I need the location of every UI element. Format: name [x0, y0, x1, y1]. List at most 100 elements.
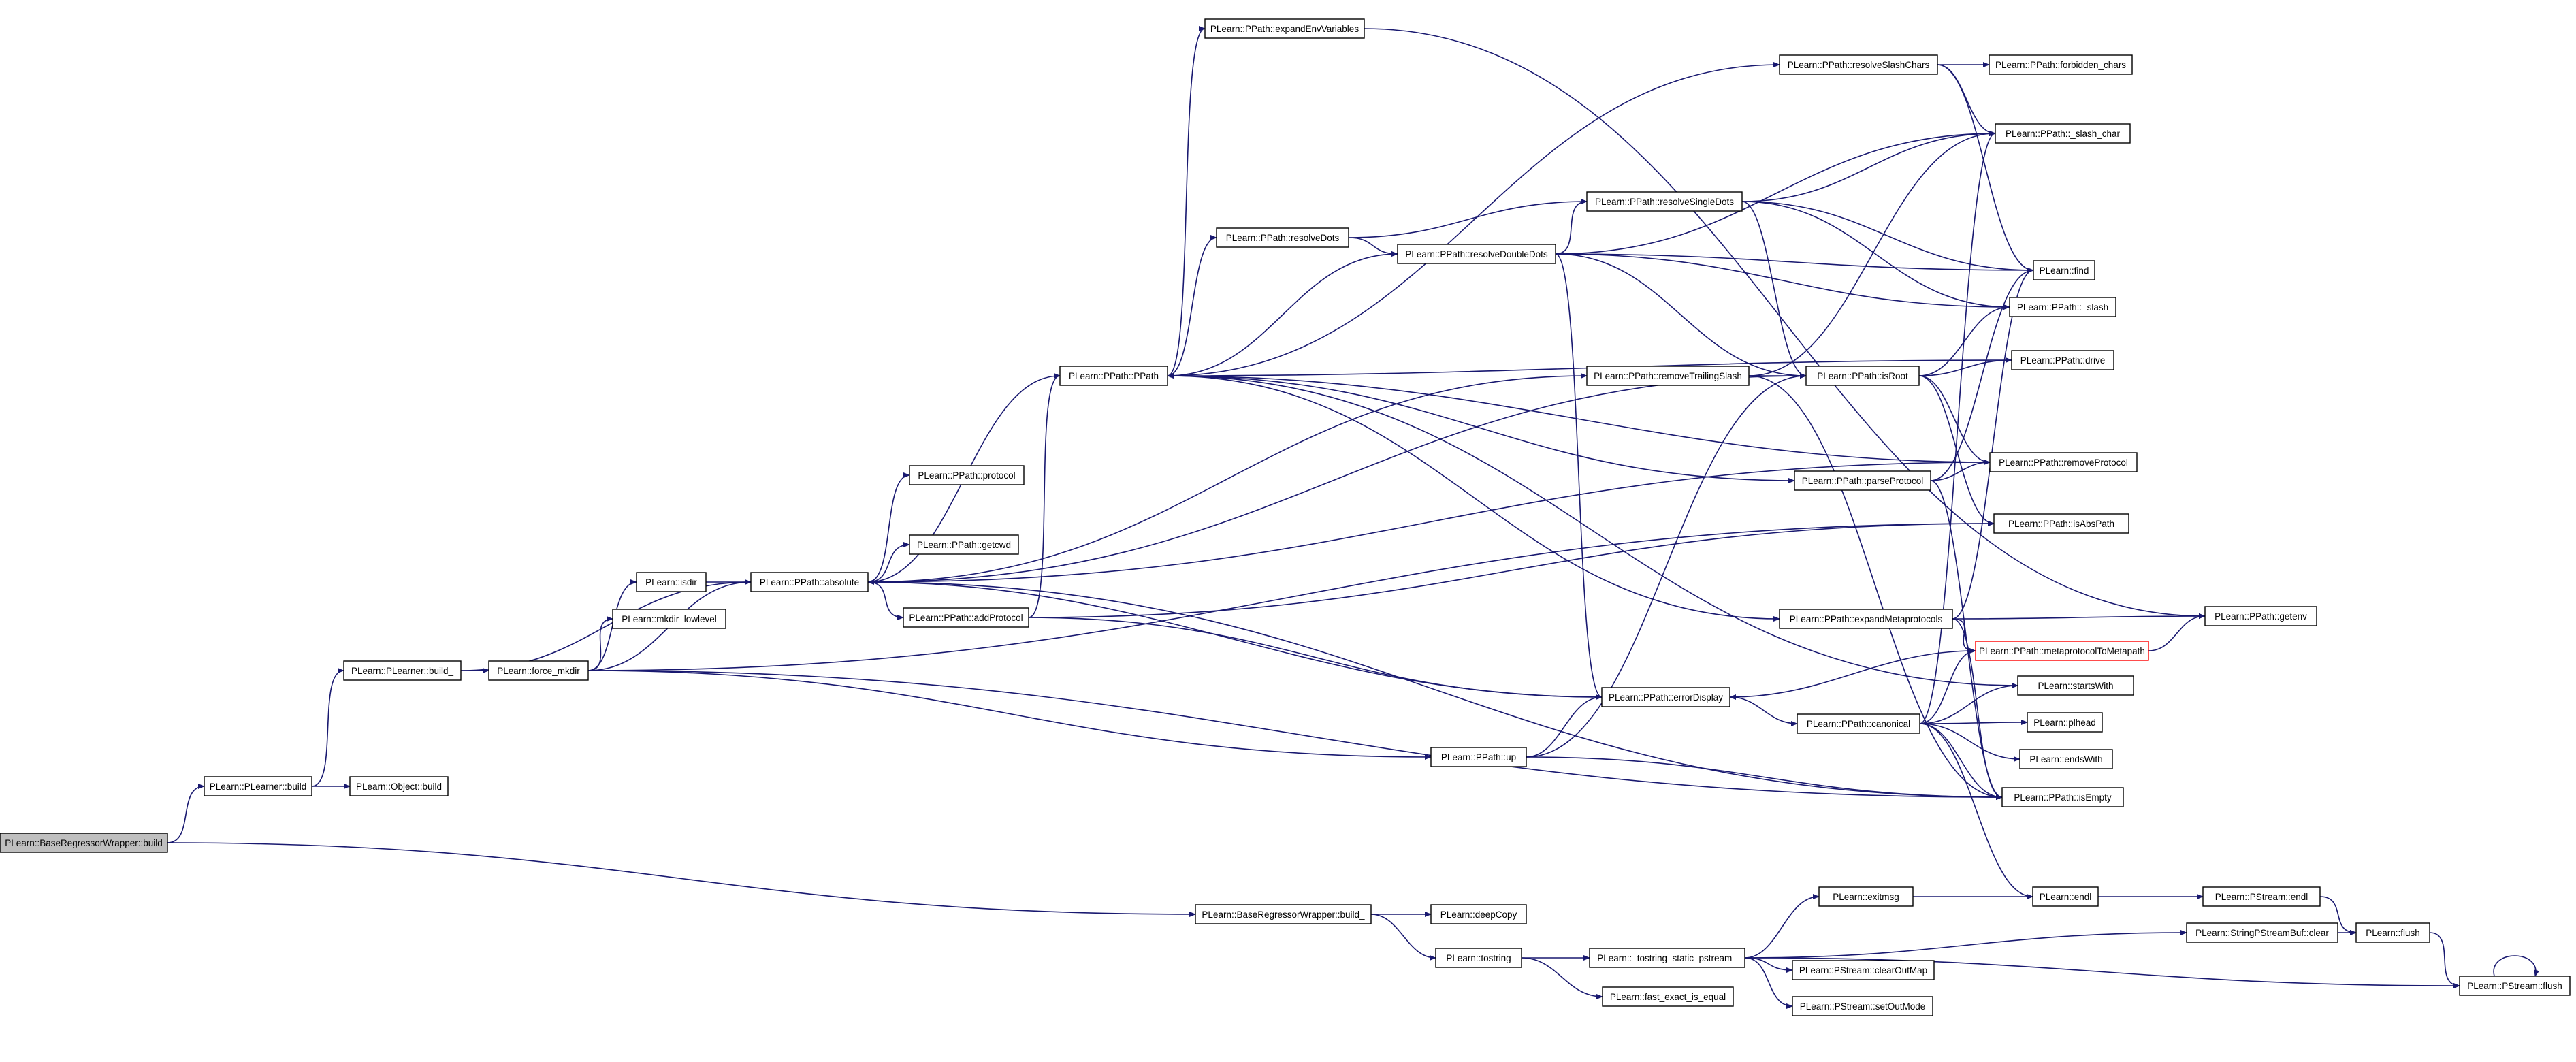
graph-node-ppath[interactable]: PLearn::PPath::PPath [1059, 366, 1168, 386]
graph-node-deepcopy[interactable]: PLearn::deepCopy [1430, 904, 1527, 924]
graph-node-addprotocol[interactable]: PLearn::PPath::addProtocol [903, 607, 1029, 628]
graph-node-isabspath[interactable]: PLearn::PPath::isAbsPath [1993, 513, 2129, 534]
graph-node-parseprot[interactable]: PLearn::PPath::parseProtocol [1794, 470, 1931, 491]
graph-edge [1167, 62, 1780, 376]
node-box [750, 572, 869, 592]
graph-node-pstreamflush[interactable]: PLearn::PStream::flush [2459, 976, 2571, 996]
graph-node-expandenv[interactable]: PLearn::PPath::expandEnvVariables [1204, 18, 1365, 39]
graph-node-forcemkdir[interactable]: PLearn::force_mkdir [488, 660, 589, 681]
graph-edge [1348, 237, 1398, 257]
graph-node-isempty[interactable]: PLearn::PPath::isEmpty [2001, 787, 2124, 807]
graph-node-tostring[interactable]: PLearn::tostring [1435, 948, 1522, 968]
node-label: PLearn::PPath::isEmpty [2014, 792, 2112, 803]
graph-node-expandmeta[interactable]: PLearn::PPath::expandMetaprotocols [1779, 609, 1953, 629]
graph-node-setoutmode[interactable]: PLearn::PStream::setOutMode [1792, 996, 1933, 1016]
graph-node-slash[interactable]: PLearn::PPath::_slash [2009, 297, 2116, 317]
graph-node-resolveslash[interactable]: PLearn::PPath::resolveSlashChars [1779, 54, 1938, 75]
node-box [204, 776, 312, 796]
edges-layer [167, 26, 2540, 1009]
graph-edge [1919, 131, 1996, 724]
graph-edge [1741, 201, 1807, 379]
graph-node-startswith[interactable]: PLearn::startsWith [2017, 675, 2134, 696]
graph-node-drive[interactable]: PLearn::PPath::drive [2011, 350, 2114, 370]
graph-edge [1919, 683, 2018, 724]
node-box [1989, 54, 2133, 75]
graph-edge [1741, 131, 1996, 202]
graph-node-removetrail[interactable]: PLearn::PPath::removeTrailingSlash [1586, 366, 1750, 386]
graph-edge [1526, 694, 1603, 758]
graph-node-tsps[interactable]: PLearn::_tostring_static_pstream_ [1589, 948, 1745, 968]
graph-edge [1930, 460, 1991, 481]
graph-node-getcwd[interactable]: PLearn::PPath::getcwd [909, 534, 1019, 555]
graph-node-isdir[interactable]: PLearn::isdir [636, 572, 707, 592]
graph-edge [311, 668, 344, 787]
graph-edge [867, 373, 1588, 583]
node-box [2027, 712, 2103, 733]
graph-edge [1028, 373, 1061, 618]
graph-node-bwbuild-[interactable]: PLearn::BaseRegressorWrapper::build_ [1195, 904, 1372, 924]
graph-node-metatometa[interactable]: PLearn::PPath::metaprotocolToMetapath [1975, 641, 2149, 661]
graph-edge [587, 521, 1995, 671]
graph-edge [2493, 955, 2540, 977]
graph-node-flush[interactable]: PLearn::flush [2355, 922, 2430, 943]
graph-node-canonical[interactable]: PLearn::PPath::canonical [1797, 713, 1920, 734]
node-label: PLearn::plhead [2033, 718, 2096, 728]
node-box [1430, 747, 1527, 767]
node-label: PLearn::PPath::drive [2020, 355, 2106, 366]
node-box [1216, 227, 1349, 248]
node-label: PLearn::PPath::getcwd [917, 540, 1011, 550]
graph-node-protocol[interactable]: PLearn::PPath::protocol [909, 465, 1025, 485]
graph-node-exitmsg[interactable]: PLearn::exitmsg [1818, 886, 1914, 907]
graph-node-up[interactable]: PLearn::PPath::up [1430, 747, 1527, 767]
graph-node-fastexact[interactable]: PLearn::fast_exact_is_equal [1602, 986, 1734, 1007]
graph-edge [867, 579, 1603, 698]
node-box [2009, 297, 2116, 317]
graph-node-find[interactable]: PLearn::find [2033, 260, 2095, 280]
node-label: PLearn::fast_exact_is_equal [1610, 992, 1726, 1002]
graph-node-endl[interactable]: PLearn::endl [2032, 886, 2099, 907]
graph-node-slashchar[interactable]: PLearn::PPath::_slash_char [1995, 123, 2131, 144]
graph-node-plbuild-[interactable]: PLearn::PLearner::build_ [343, 660, 462, 681]
graph-node-objbuild[interactable]: PLearn::Object::build [349, 776, 449, 796]
graph-node-resolvedots[interactable]: PLearn::PPath::resolveDots [1216, 227, 1349, 248]
graph-edge [587, 670, 2003, 800]
graph-edge [1744, 930, 2187, 959]
node-box [909, 465, 1025, 485]
graph-node-clearoutmap[interactable]: PLearn::PStream::clearOutMap [1792, 960, 1935, 980]
graph-edge [1348, 199, 1588, 238]
graph-node-getenv[interactable]: PLearn::PPath::getenv [2204, 606, 2317, 626]
graph-edge [1555, 253, 2010, 310]
node-label: PLearn::PLearner::build_ [351, 666, 454, 676]
graph-edge [2148, 613, 2206, 651]
graph-edge [167, 842, 1196, 917]
graph-node-absolute[interactable]: PLearn::PPath::absolute [750, 572, 869, 592]
graph-node-plbuild[interactable]: PLearn::PLearner::build [204, 776, 312, 796]
graph-node-mkdirlow[interactable]: PLearn::mkdir_lowlevel [612, 609, 726, 629]
graph-edge [1555, 131, 1996, 255]
graph-node-errordisplay[interactable]: PLearn::PPath::errorDisplay [1601, 687, 1730, 707]
node-label: PLearn::deepCopy [1440, 910, 1517, 920]
node-box [1805, 366, 1920, 386]
node-box [903, 607, 1029, 628]
graph-edge [1370, 914, 1436, 961]
graph-node-bwbuild[interactable]: PLearn::BaseRegressorWrapper::build [0, 833, 168, 853]
graph-node-pstreamendl[interactable]: PLearn::PStream::endl [2202, 886, 2321, 907]
graph-node-endswith[interactable]: PLearn::endsWith [2019, 749, 2113, 769]
graph-node-resolvesd[interactable]: PLearn::PPath::resolveSingleDots [1586, 191, 1743, 212]
node-label: PLearn::PPath::parseProtocol [1802, 476, 1924, 486]
node-box [2204, 606, 2317, 626]
node-box [1995, 123, 2131, 144]
graph-node-removeprot[interactable]: PLearn::PPath::removeProtocol [1989, 452, 2138, 472]
node-box [1204, 18, 1365, 39]
graph-edge [1919, 648, 1976, 724]
node-label: PLearn::_tostring_static_pstream_ [1597, 953, 1737, 963]
graph-node-plhead[interactable]: PLearn::plhead [2027, 712, 2103, 733]
graph-node-forbidden[interactable]: PLearn::PPath::forbidden_chars [1989, 54, 2133, 75]
node-label: PLearn::tostring [1446, 953, 1511, 963]
graph-node-sbclear[interactable]: PLearn::StringPStreamBuf::clear [2186, 922, 2338, 943]
graph-node-resolvedd[interactable]: PLearn::PPath::resolveDoubleDots [1397, 244, 1556, 264]
graph-node-isroot[interactable]: PLearn::PPath::isRoot [1805, 366, 1920, 386]
node-box [2001, 787, 2124, 807]
node-label: PLearn::PPath::expandMetaprotocols [1790, 614, 1943, 624]
node-box [612, 609, 726, 629]
